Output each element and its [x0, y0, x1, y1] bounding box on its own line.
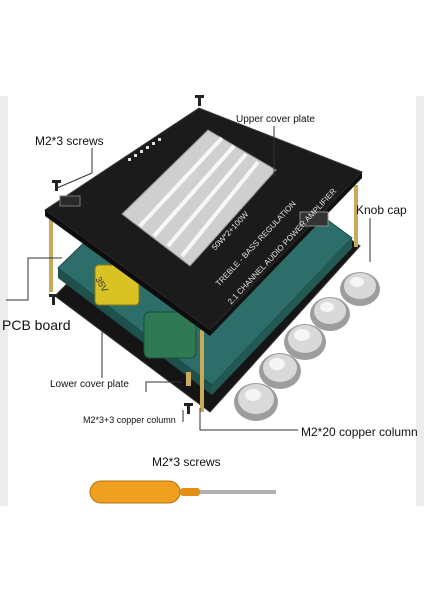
screw-left: [52, 180, 61, 191]
heatsink-fins: [138, 136, 260, 258]
screw-bottom: [184, 403, 193, 414]
pcb-board-side-edge: [212, 238, 352, 395]
screwdriver: [89, 480, 276, 504]
copper-column-front: [200, 330, 204, 412]
right-border-strip: [416, 96, 424, 506]
knob-3: [284, 324, 326, 360]
lower-cover-plate-label: Lower cover plate: [50, 379, 129, 390]
knob-row: [234, 272, 380, 421]
knob-5: [340, 272, 380, 306]
annotation-lines: [6, 126, 371, 431]
upper-cover-front-edge: [45, 210, 210, 336]
knob-cap-label: Knob cap: [356, 203, 407, 217]
m2x3-3-copper-column-label: M2*3+3 copper column: [83, 415, 176, 425]
m2x3-screws-top-label: M2*3 screws: [35, 134, 104, 148]
copper-column-front-left: [49, 210, 53, 292]
pcb-board-label: PCB board: [2, 317, 71, 333]
left-border-strip: [0, 96, 8, 506]
knob-1: [234, 383, 278, 421]
knob-4: [310, 297, 350, 331]
upper-cover-plate-label: Upper cover plate: [236, 114, 315, 125]
screw-bottom-left: [49, 294, 58, 305]
m2x3-screws-bottom-label: M2*3 screws: [152, 455, 221, 469]
knob-2: [259, 353, 301, 389]
screw-top: [195, 95, 204, 106]
indicator-pins: [128, 138, 161, 161]
screw-right: [330, 190, 339, 201]
copper-column-right: [354, 185, 358, 247]
terminal-block: [59, 195, 81, 207]
copper-column-short: [186, 372, 191, 386]
capacitor-green-body: [143, 311, 197, 359]
m2x20-copper-column-label: M2*20 copper column: [301, 425, 418, 439]
top-right-connector: [299, 211, 329, 227]
